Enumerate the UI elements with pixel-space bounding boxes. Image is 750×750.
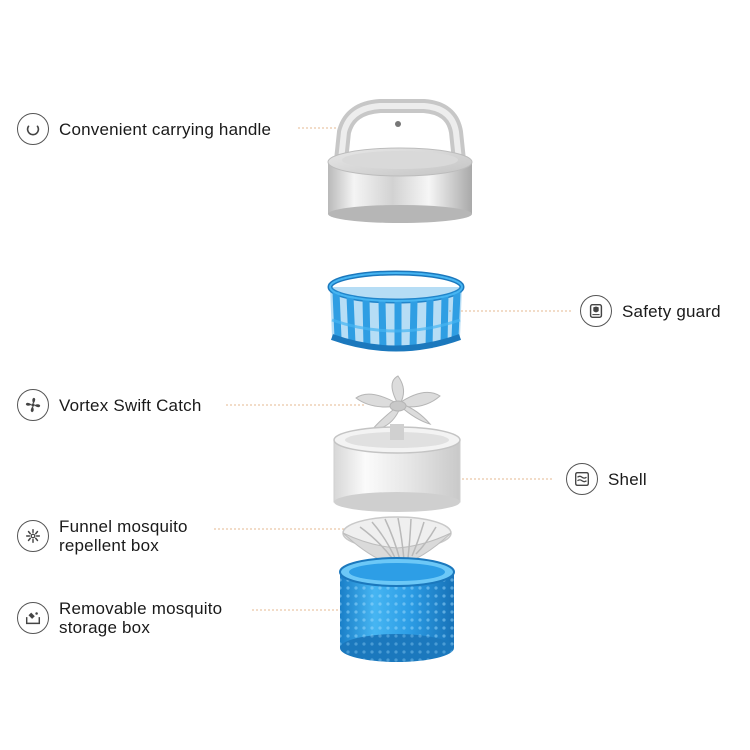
label-handle-text: Convenient carrying handle bbox=[59, 119, 272, 139]
label-storage: Removable mosquito storage box bbox=[17, 599, 222, 637]
safety-guard-part bbox=[327, 270, 465, 352]
carrying-handle-part bbox=[327, 99, 473, 223]
handle-ring-icon bbox=[17, 113, 49, 145]
label-guard-text: Safety guard bbox=[622, 301, 721, 321]
label-shell: Shell bbox=[566, 463, 647, 495]
fan-icon bbox=[17, 389, 49, 421]
label-vortex-text: Vortex Swift Catch bbox=[59, 395, 202, 415]
shell-part bbox=[333, 424, 461, 512]
safety-guard-icon bbox=[580, 295, 612, 327]
shell-wave-icon bbox=[566, 463, 598, 495]
label-funnel-text: Funnel mosquito repellent box bbox=[59, 517, 188, 555]
label-funnel: Funnel mosquito repellent box bbox=[17, 517, 188, 555]
label-shell-text: Shell bbox=[608, 469, 647, 489]
label-storage-line-1: Removable mosquito bbox=[59, 599, 223, 618]
label-storage-text: Removable mosquito storage box bbox=[59, 599, 222, 637]
storage-box-part bbox=[339, 557, 455, 662]
label-handle: Convenient carrying handle bbox=[17, 113, 271, 145]
label-vortex: Vortex Swift Catch bbox=[17, 389, 202, 421]
storage-box-icon bbox=[17, 602, 49, 634]
label-funnel-line-2: repellent box bbox=[59, 536, 159, 555]
vortex-fan-part bbox=[355, 375, 441, 431]
funnel-icon bbox=[17, 520, 49, 552]
label-funnel-line-1: Funnel mosquito bbox=[59, 517, 188, 536]
label-guard: Safety guard bbox=[580, 295, 721, 327]
label-storage-line-2: storage box bbox=[59, 618, 151, 637]
